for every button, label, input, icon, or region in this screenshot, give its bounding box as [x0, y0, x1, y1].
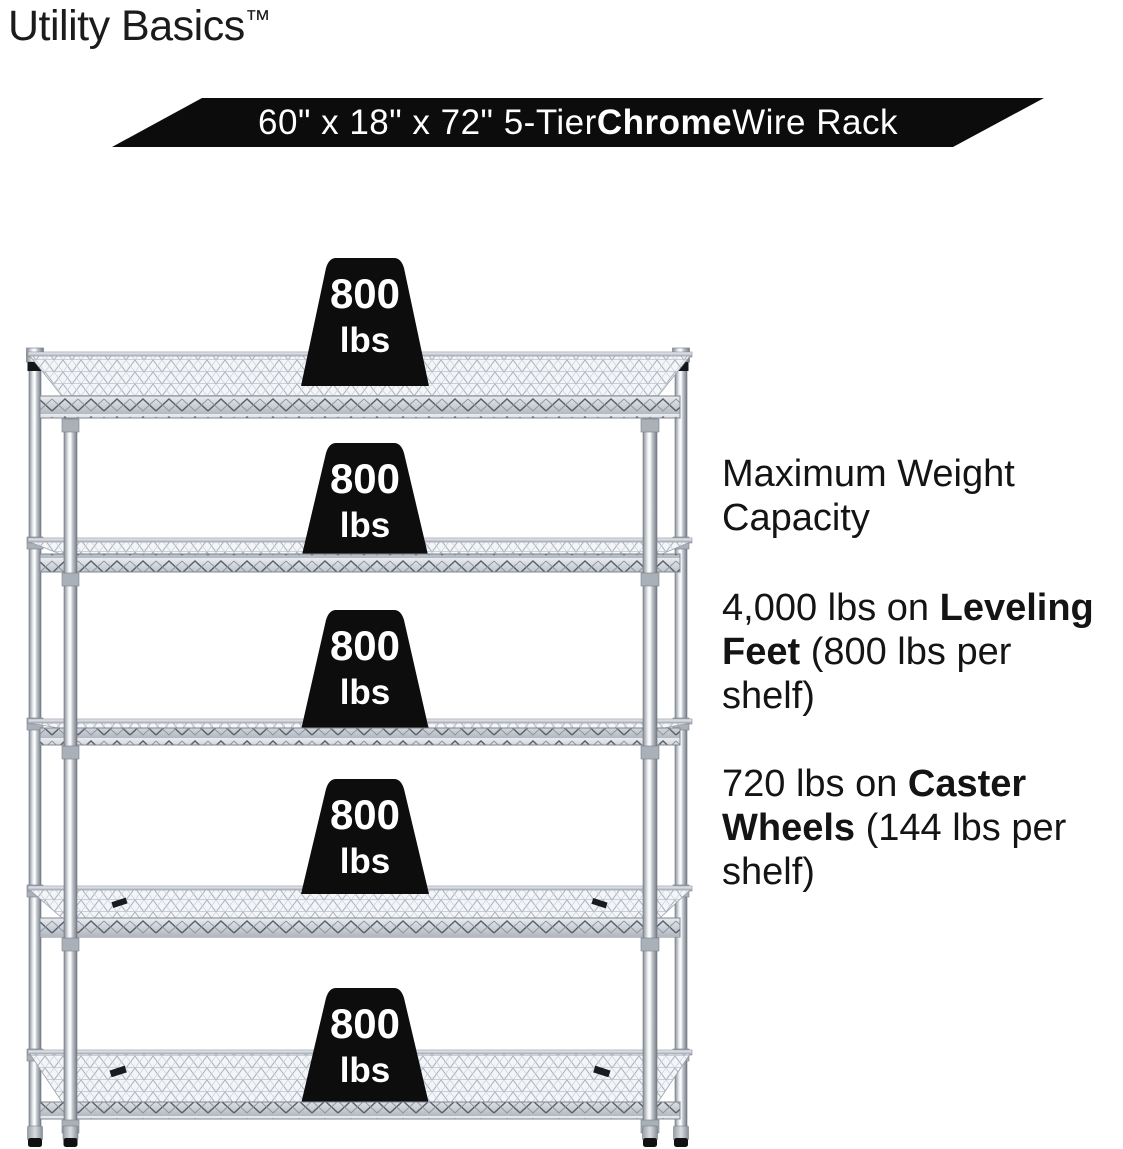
- leveling-feet-capacity: 4,000 lbs on Leveling Feet (800 lbs per …: [722, 586, 1123, 718]
- weight-800lbs-badge: [301, 988, 429, 1104]
- brand-name: Utility Basics: [8, 2, 245, 50]
- capacity-heading: Maximum Weight Capacity: [722, 452, 1123, 540]
- shelf-mesh: [28, 889, 692, 919]
- caster-wheels-capacity: 720 lbs on Caster Wheels (144 lbs per sh…: [722, 762, 1123, 894]
- wire-rack-illustration: 800 lbs 800 lbs 800 lbs: [26, 258, 693, 1147]
- para-line: shelf): [722, 675, 815, 717]
- banner-text-suffix: Wire Rack: [732, 102, 898, 142]
- para-line: Feet (800 lbs per: [722, 631, 1012, 673]
- leveling-feet: [27, 1125, 689, 1147]
- shelf-tier-1: 800 lbs: [27, 258, 693, 419]
- weight-800lbs-badge: [301, 610, 429, 730]
- shelf-front-rail: [39, 395, 681, 419]
- shelf-tier-2: 800 lbs: [27, 443, 693, 573]
- front-posts: [61, 418, 660, 1134]
- post-cap-band: [27, 362, 43, 371]
- weight-value: 800: [330, 791, 400, 838]
- weight-800lbs-badge: [301, 443, 429, 559]
- weight-unit: lbs: [340, 1051, 391, 1090]
- weight-800lbs-badge: [301, 779, 429, 894]
- shelf-tier-3: 800 lbs: [27, 610, 693, 746]
- capacity-info-panel: Maximum Weight Capacity 4,000 lbs on Lev…: [722, 452, 1123, 894]
- weight-value: 800: [330, 622, 400, 669]
- weight-value: 800: [330, 270, 400, 317]
- shelf-front-rail: [39, 917, 681, 938]
- shelf-clip: [591, 897, 608, 909]
- title-banner: 60" x 18" x 72" 5-Tier Chrome Wire Rack: [112, 98, 1044, 147]
- weight-unit: lbs: [340, 842, 391, 881]
- para-line: Wheels (144 lbs per: [722, 807, 1067, 849]
- weight-value: 800: [330, 455, 400, 502]
- heading-line: Maximum Weight: [722, 453, 1015, 495]
- banner-text-prefix: 60" x 18" x 72" 5-Tier: [258, 102, 597, 142]
- para-line: shelf): [722, 851, 815, 893]
- weight-800lbs-badge: [301, 258, 429, 386]
- heading-line: Capacity: [722, 497, 870, 539]
- weight-value: 800: [330, 1000, 400, 1047]
- weight-unit: lbs: [340, 673, 391, 712]
- brand-logo: Utility Basics™: [8, 2, 271, 51]
- shelf-clip: [109, 1065, 127, 1078]
- shelf-tier-4: 800 lbs: [27, 779, 693, 938]
- shelf-front-rail: [39, 1101, 681, 1120]
- shelf-front-rail: [39, 727, 681, 746]
- para-line: 720 lbs on Caster: [722, 763, 1027, 805]
- para-line: 4,000 lbs on Leveling: [722, 587, 1094, 629]
- shelf-clip: [593, 1065, 611, 1078]
- weight-unit: lbs: [340, 321, 391, 360]
- shelf-front-rail: [39, 553, 681, 573]
- shelf-tier-5: 800 lbs: [27, 988, 693, 1120]
- trademark-symbol: ™: [244, 4, 271, 34]
- shelf-clip: [111, 897, 128, 909]
- weight-unit: lbs: [340, 506, 391, 545]
- banner-text-highlight: Chrome: [596, 102, 733, 142]
